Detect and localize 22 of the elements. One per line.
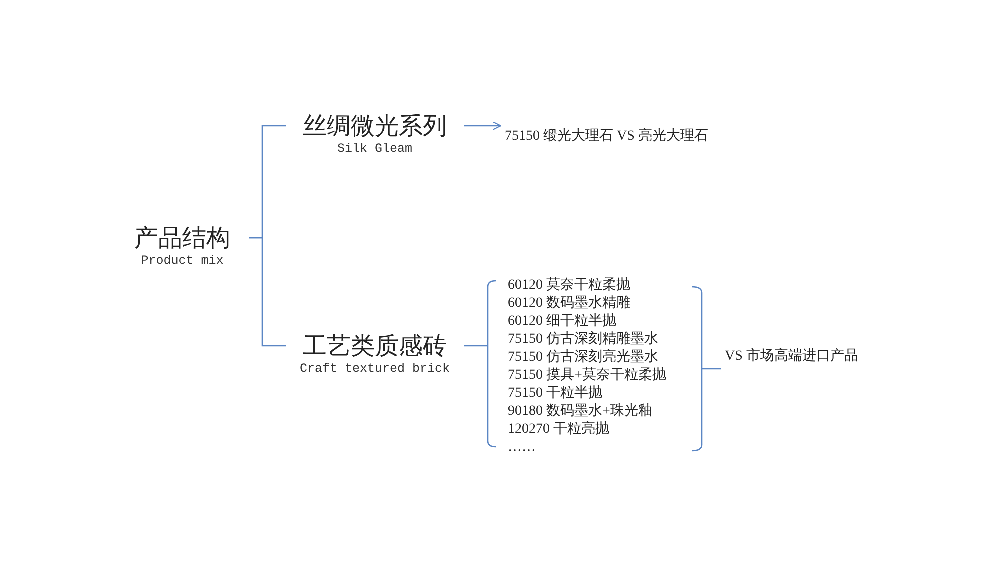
list-item: …… xyxy=(507,439,537,457)
arrow xyxy=(464,121,502,131)
english-subtitle: Silk Gleam xyxy=(336,142,414,156)
english-subtitle: Craft textured brick xyxy=(298,362,452,376)
note-text: VS 市场高端进口产品 xyxy=(725,348,860,366)
bracket-connector xyxy=(463,280,497,448)
list-item: 90180 数码墨水+珠光釉 xyxy=(507,403,654,421)
list-item: 120270 干粒亮抛 xyxy=(507,421,610,439)
list-item: 60120 细干粒半抛 xyxy=(507,313,618,331)
list-item: 60120 莫奈干粒柔抛 xyxy=(507,277,632,295)
list-item: 75150 仿古深刻亮光墨水 xyxy=(507,349,660,367)
category-title: 产品结构 xyxy=(134,225,232,254)
bracket-connector xyxy=(691,286,722,452)
note-text: 75150 缎光大理石 VS 亮光大理石 xyxy=(505,128,710,146)
bracket-connector xyxy=(249,237,286,347)
list-item: 60120 数码墨水精雕 xyxy=(507,295,632,313)
english-subtitle: Product mix xyxy=(140,254,225,268)
list-item: 75150 仿古深刻精雕墨水 xyxy=(507,331,660,349)
list-item: 75150 干粒半抛 xyxy=(507,385,604,403)
category-title: 工艺类质感砖 xyxy=(302,333,448,362)
list-item: 75150 摸具+莫奈干粒柔抛 xyxy=(507,367,668,385)
category-title: 丝绸微光系列 xyxy=(302,113,448,142)
